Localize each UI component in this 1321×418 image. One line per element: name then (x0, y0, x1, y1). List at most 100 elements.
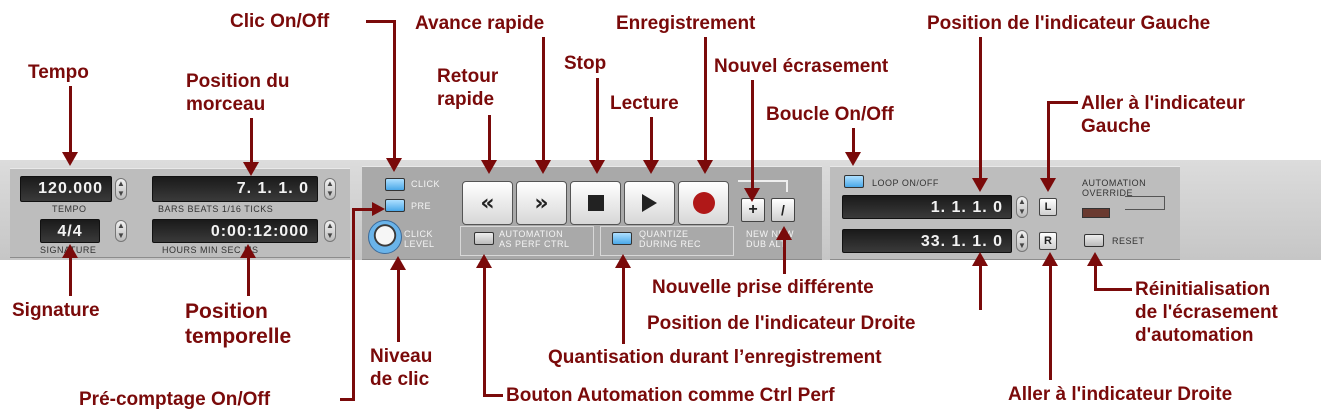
callout-lecture: Lecture (610, 93, 679, 114)
play-icon (642, 194, 657, 212)
tempo-display[interactable]: 120.000 (20, 176, 112, 202)
leader-line (69, 86, 72, 156)
arrow-down-icon (1040, 178, 1056, 192)
leader-line (1094, 288, 1132, 291)
click-level-label: CLICK LEVEL (404, 229, 435, 249)
callout-automation-perf: Bouton Automation comme Ctrl Perf (506, 385, 835, 406)
automation-perf-toggle[interactable] (474, 232, 494, 245)
leader-line (783, 240, 786, 274)
automation-perf-label: AUTOMATION AS PERF CTRL (499, 229, 570, 249)
new-alt-button[interactable]: / (771, 198, 795, 222)
leader-line (397, 270, 400, 342)
song-position-spinner[interactable]: ▲▼ (324, 178, 336, 200)
leader-line (393, 20, 396, 160)
reset-label: RESET (1112, 236, 1145, 246)
callout-niveau-clic: Niveau de clic (370, 346, 433, 390)
goto-right-locator-button[interactable]: R (1039, 232, 1057, 250)
callout-precomptage: Pré-comptage On/Off (79, 389, 271, 410)
callout-stop: Stop (564, 53, 607, 74)
leader-line (250, 118, 253, 166)
arrow-up-icon (972, 252, 988, 266)
arrow-up-icon (1087, 252, 1103, 266)
quantize-toggle[interactable] (612, 232, 632, 245)
leader-line (542, 37, 545, 163)
arrow-down-icon (243, 162, 259, 176)
automation-perf-box (460, 226, 594, 256)
song-position-display[interactable]: 7. 1. 1. 0 (152, 176, 318, 202)
callout-boucle: Boucle On/Off (766, 104, 894, 125)
quantize-box (600, 226, 734, 256)
song-position-label: BARS BEATS 1/16 TICKS (158, 204, 274, 214)
play-button[interactable] (624, 181, 675, 225)
callout-aller-gauche: Aller à l'indicateur Gauche (1081, 93, 1245, 137)
loop-label: LOOP ON/OFF (872, 178, 939, 188)
leader-line (69, 258, 72, 296)
stop-button[interactable] (570, 181, 621, 225)
callout-position-temporelle: Position temporelle (185, 300, 292, 348)
left-locator-display[interactable]: 1. 1. 1. 0 (842, 195, 1012, 219)
tempo-spinner[interactable]: ▲▼ (115, 178, 127, 200)
callout-tempo: Tempo (28, 62, 89, 83)
time-position-display[interactable]: 0:00:12:000 (152, 219, 318, 243)
arrow-up-icon (1042, 252, 1058, 266)
tempo-label: TEMPO (52, 204, 87, 214)
arrow-down-icon (62, 152, 78, 166)
leader-line (1094, 266, 1097, 291)
leader-line (352, 208, 374, 211)
pre-label: PRE (411, 201, 432, 211)
leader-line (1047, 101, 1050, 181)
leader-line (483, 268, 486, 397)
leader-line (596, 78, 599, 163)
leader-line (247, 258, 250, 296)
leader-line (483, 394, 503, 397)
time-position-spinner[interactable]: ▲▼ (324, 220, 336, 242)
arrow-right-icon (372, 202, 385, 216)
callout-quantisation: Quantisation durant l’enregistrement (548, 347, 882, 368)
leader-line (1050, 101, 1078, 104)
callout-nouvelle-prise: Nouvelle prise différente (652, 277, 874, 298)
arrow-down-icon (744, 188, 760, 202)
loop-toggle[interactable] (844, 175, 864, 188)
automation-override-label: AUTOMATION OVERRIDE (1082, 178, 1147, 198)
callout-aller-droite: Aller à l'indicateur Droite (1008, 384, 1233, 405)
right-locator-display[interactable]: 33. 1. 1. 0 (842, 229, 1012, 253)
arrow-down-icon (972, 178, 988, 192)
leader-line (704, 37, 707, 163)
left-locator-spinner[interactable]: ▲▼ (1016, 196, 1028, 218)
leader-line (751, 80, 754, 192)
goto-left-locator-button[interactable]: L (1039, 198, 1057, 216)
callout-enregistrement: Enregistrement (616, 13, 756, 34)
automation-override-bracket (1125, 196, 1165, 210)
click-toggle[interactable] (385, 178, 405, 191)
arrow-up-icon (776, 226, 792, 240)
quantize-label: QUANTIZE DURING REC (639, 229, 702, 249)
arrow-down-icon (386, 158, 402, 172)
signature-display[interactable]: 4/4 (40, 219, 100, 243)
arrow-up-icon (615, 254, 631, 268)
dub-alt-bracket (738, 180, 788, 192)
leader-line (650, 117, 653, 163)
callout-pos-droite: Position de l'indicateur Droite (647, 313, 916, 334)
callout-avance-rapide: Avance rapide (415, 13, 545, 34)
rewind-button[interactable]: « (462, 181, 513, 225)
precount-toggle[interactable] (385, 199, 405, 212)
callout-signature: Signature (12, 300, 100, 321)
arrow-down-icon (845, 152, 861, 166)
callout-position-morceau: Position du morceau (186, 71, 290, 115)
record-icon (692, 192, 715, 214)
click-label: CLICK (411, 179, 441, 189)
leader-line (1049, 266, 1052, 380)
arrow-down-icon (697, 160, 713, 174)
leader-line (622, 268, 625, 344)
callout-retour-rapide: Retour rapide (437, 66, 499, 110)
right-locator-spinner[interactable]: ▲▼ (1016, 230, 1028, 252)
signature-spinner[interactable]: ▲▼ (115, 220, 127, 242)
arrow-up-icon (240, 244, 256, 258)
click-level-knob[interactable] (368, 220, 402, 254)
arrow-down-icon (535, 160, 551, 174)
arrow-down-icon (481, 160, 497, 174)
record-button[interactable] (678, 181, 729, 225)
reset-button[interactable] (1084, 234, 1104, 247)
fast-forward-button[interactable]: » (516, 181, 567, 225)
leader-line (340, 398, 354, 401)
